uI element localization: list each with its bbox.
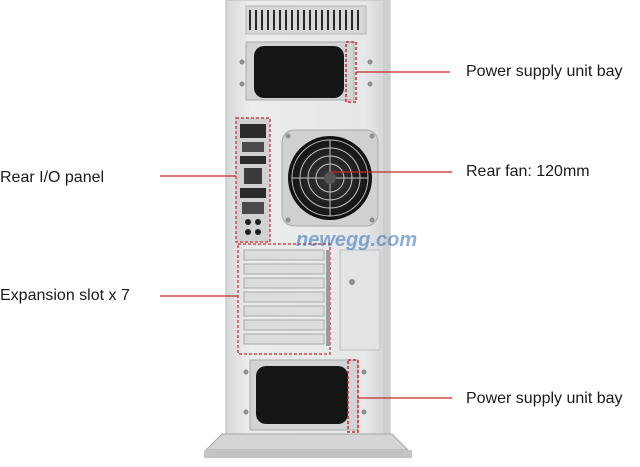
callout-expansion-slots: Expansion slot x 7 (0, 287, 130, 304)
callout-rear-fan: Rear fan: 120mm (466, 163, 590, 180)
expansion-slots (237, 243, 331, 355)
psu-bay-top (239, 41, 373, 103)
case-foot (204, 433, 410, 451)
rear-fan (281, 129, 379, 227)
callout-psu-bottom: Power supply unit bay (466, 390, 623, 407)
callout-lines (160, 71, 452, 399)
case-foot-base (204, 450, 412, 458)
case-side-edge (383, 0, 390, 450)
psu-bay-bottom (243, 359, 367, 433)
rear-io-panel (235, 117, 271, 243)
callout-rear-io: Rear I/O panel (0, 169, 105, 186)
screw (349, 279, 355, 285)
callout-psu-top: Power supply unit bay (466, 63, 623, 80)
top-vent-grille (245, 5, 367, 35)
watermark: newegg.com (296, 229, 417, 251)
side-panel-cover (339, 249, 381, 351)
